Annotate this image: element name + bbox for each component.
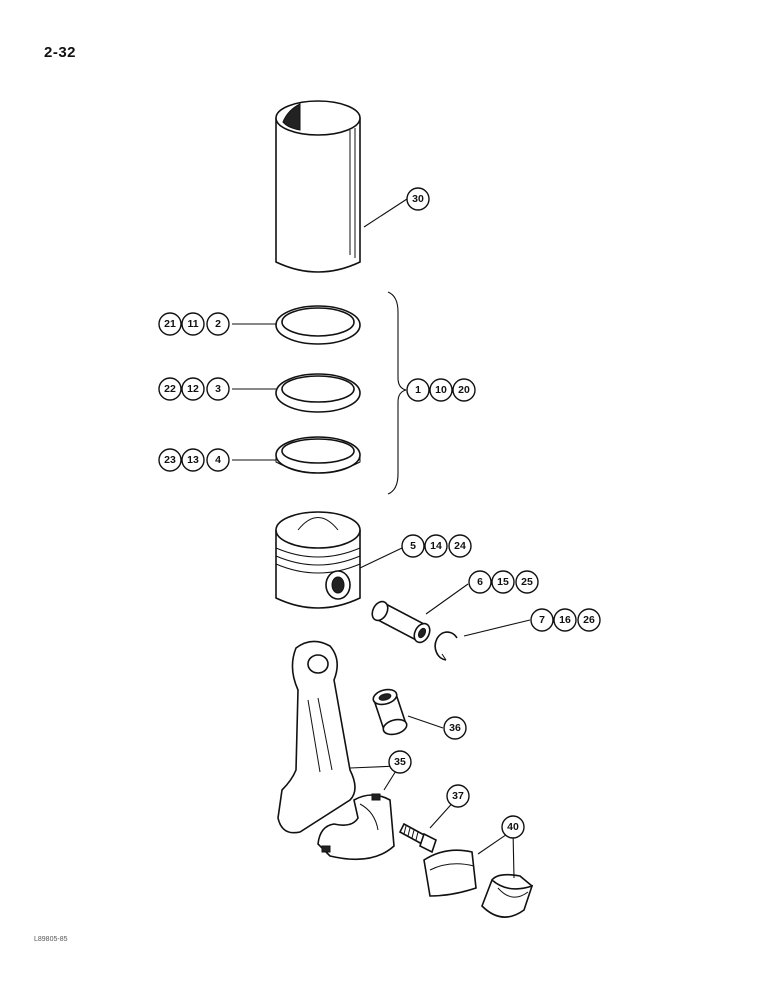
leader-liner: [363, 198, 408, 228]
callout-group-pin: 6 15 25: [468, 570, 539, 594]
callout-35: 35: [394, 756, 406, 768]
callout-25: 25: [521, 576, 533, 588]
cylinder-liner: [275, 100, 361, 273]
piston-ring-middle: [275, 373, 361, 413]
connecting-rod-bolt: [398, 822, 437, 854]
callout-30: 30: [412, 193, 424, 205]
callout-36: 36: [449, 722, 461, 734]
retainer-clip: [434, 631, 458, 661]
callout-3: 3: [215, 383, 221, 395]
callout-group-bearing: 40: [501, 815, 525, 839]
callout-group-rod: 35: [388, 750, 412, 774]
callout-6: 6: [477, 576, 483, 588]
callout-37: 37: [452, 790, 464, 802]
callout-40: 40: [507, 821, 519, 833]
callout-15: 15: [497, 576, 509, 588]
callout-group-ring-middle: 22 12 3: [158, 377, 230, 401]
callout-20: 20: [458, 384, 470, 396]
figure-id: L89805-85: [34, 936, 68, 943]
callout-7: 7: [539, 614, 545, 626]
callout-4: 4: [215, 454, 221, 466]
callout-22: 22: [164, 383, 176, 395]
callout-group-piston: 5 14 24: [401, 534, 472, 558]
leader-piston: [359, 547, 403, 569]
callout-23: 23: [164, 454, 176, 466]
callout-10: 10: [435, 384, 447, 396]
leader-pin: [425, 583, 469, 615]
ring-set-bracket: [387, 291, 407, 495]
callout-group-ring-top: 21 11 2: [158, 312, 230, 336]
callout-21: 21: [164, 318, 176, 330]
callout-2: 2: [215, 318, 221, 330]
connecting-rod: [277, 640, 395, 861]
callout-group-bushing: 36: [443, 716, 467, 740]
piston: [275, 511, 361, 609]
callout-13: 13: [187, 454, 199, 466]
callout-11: 11: [187, 318, 198, 330]
piston-pin-bushing: [372, 688, 408, 736]
callout-group-bolt: 37: [446, 784, 470, 808]
leader-bushing: [407, 715, 444, 729]
callout-24: 24: [454, 540, 466, 552]
piston-ring-top: [275, 305, 361, 345]
piston-ring-bottom: [275, 436, 361, 474]
callout-12: 12: [187, 383, 199, 395]
callout-16: 16: [559, 614, 571, 626]
callout-group-ring-bottom: 23 13 4: [158, 448, 230, 472]
callout-5: 5: [410, 540, 416, 552]
callout-14: 14: [430, 540, 442, 552]
piston-pin: [371, 600, 431, 644]
leader-retainer: [463, 619, 531, 637]
callout-26: 26: [583, 614, 595, 626]
callout-group-retainer: 7 16 26: [530, 608, 601, 632]
callout-group-ring-set: 1 10 20: [406, 378, 476, 402]
page-number: 2-32: [44, 44, 77, 61]
bearing-shells: [423, 849, 534, 918]
callout-group-liner: 30: [406, 187, 430, 211]
callout-1: 1: [415, 384, 421, 396]
